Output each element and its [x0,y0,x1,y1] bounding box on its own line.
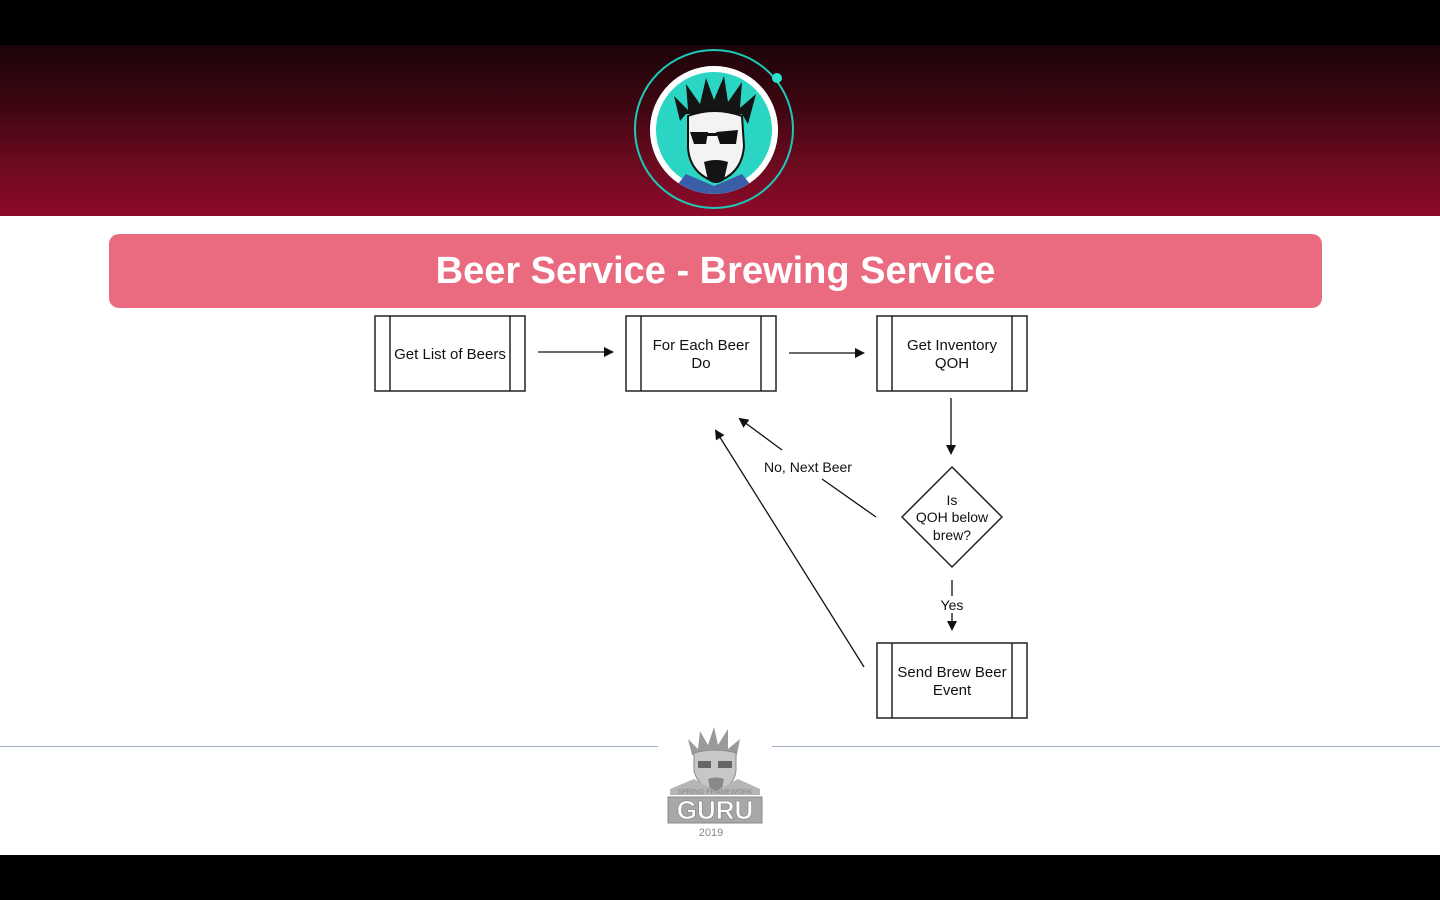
decision-line1: Is [947,492,958,508]
edge-label-yes: Yes [941,597,964,613]
node-get-list-of-beers: Get List of Beers [374,315,526,392]
node-label-line2: QOH [935,355,969,372]
edge-no-next-beer [738,417,783,451]
slide: Beer Service - Brewing Service Get List … [0,45,1440,855]
logo-guru-text: GURU [677,795,754,825]
slide-title: Beer Service - Brewing Service [435,249,996,292]
avatar [650,66,778,194]
node-label-line2: Event [933,682,972,699]
node-label-line1: For Each Beer [653,337,750,354]
guru-logo-icon: SPRING FRAMEWORK GURU [667,727,763,825]
title-bar: Beer Service - Brewing Service [109,234,1322,308]
footer-rule-left [0,746,658,747]
edge-event-to-foreach [714,429,865,668]
avatar-ring [634,49,794,209]
decision-line3: brew? [933,527,971,543]
node-decision-qoh-below-brew: Is QOH below brew? [900,465,1004,569]
node-send-brew-beer-event: Send Brew Beer Event [876,642,1028,719]
edge-no-segment [821,478,877,518]
spring-framework-guru-logo: SPRING FRAMEWORK GURU [660,721,770,843]
decision-line2: QOH below [916,509,989,525]
node-get-inventory: Get Inventory QOH [876,315,1028,392]
node-label: Get List of Beers [394,346,506,363]
node-for-each-beer: For Each Beer Do [625,315,777,392]
footer-year: 2019 [698,827,724,839]
node-label-line1: Get Inventory [907,337,998,354]
flowchart: Get List of Beers For Each Beer Do Get I… [374,315,1028,719]
node-label-line1: Send Brew Beer [897,664,1006,681]
avatar-icon [650,66,778,194]
footer-rule-right [772,746,1440,747]
edge-label-no-next-beer: No, Next Beer [764,459,852,475]
avatar-ring-dot [772,73,782,83]
logo-small-text: SPRING FRAMEWORK [677,789,752,796]
node-label-line2: Do [691,355,710,372]
